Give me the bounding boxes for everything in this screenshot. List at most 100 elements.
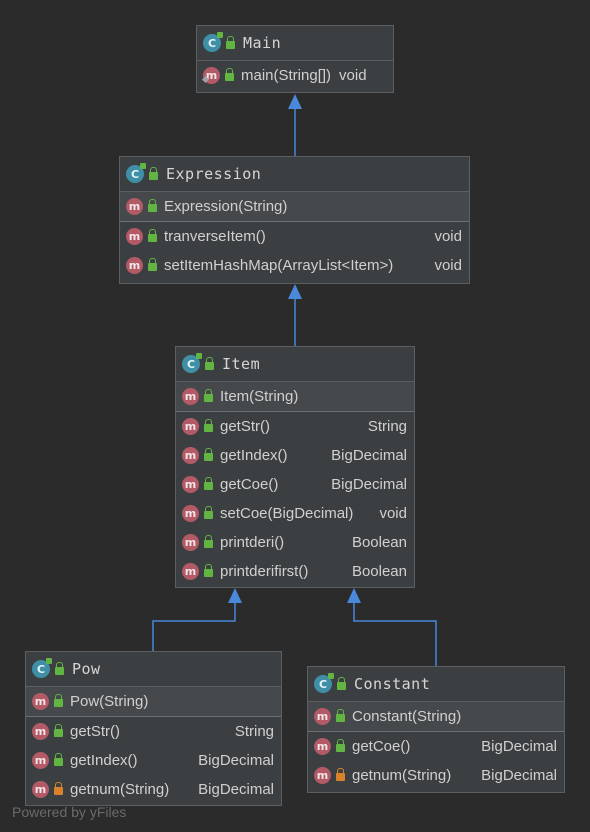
methods-section: m getStr() String m getIndex() BigDecima… (26, 716, 281, 804)
constructor-name: Constant(String) (352, 708, 462, 725)
method-row[interactable]: m getCoe() BigDecimal (176, 470, 414, 499)
public-lock-icon (148, 258, 157, 271)
method-name: getCoe() (220, 476, 279, 493)
class-name: Expression (166, 165, 262, 183)
public-lock-icon (205, 356, 214, 370)
class-expression-header: C Expression (120, 157, 469, 192)
public-lock-icon (204, 506, 213, 519)
constructor-row[interactable]: m Pow(String) (26, 687, 281, 716)
method-row[interactable]: m getIndex() BigDecimal (26, 746, 281, 775)
public-lock-icon (149, 166, 158, 180)
constructor-row[interactable]: m Constant(String) (308, 702, 564, 731)
method-type: String (367, 418, 407, 435)
method-icon: m (314, 708, 331, 725)
method-type: Boolean (351, 534, 407, 551)
public-lock-icon (54, 753, 63, 766)
method-icon: m (314, 767, 331, 784)
public-lock-icon (204, 477, 213, 490)
class-expression[interactable]: C Expression m Expression(String) m tran… (119, 156, 470, 284)
method-name: getIndex() (220, 447, 288, 464)
method-row[interactable]: m getCoe() BigDecimal (308, 732, 564, 761)
method-type: String (234, 723, 274, 740)
method-name: setCoe(BigDecimal) (220, 505, 354, 522)
class-name: Item (222, 355, 261, 373)
class-name: Main (243, 34, 282, 52)
public-lock-icon (336, 739, 345, 752)
methods-section: m getStr() String m getIndex() BigDecima… (176, 411, 414, 586)
method-type: BigDecimal (481, 767, 557, 784)
public-lock-icon (54, 694, 63, 707)
method-icon: m (182, 505, 199, 522)
private-lock-icon (336, 768, 345, 781)
class-pow-header: C Pow (26, 652, 281, 687)
method-icon: m (314, 738, 331, 755)
public-lock-icon (204, 448, 213, 461)
class-item[interactable]: C Item m Item(String) m getStr() String … (175, 346, 415, 588)
public-lock-icon (226, 35, 235, 49)
method-row[interactable]: m main(String[]) void (197, 61, 393, 90)
constructors-section: m Item(String) (176, 382, 414, 411)
method-row[interactable]: m setItemHashMap(ArrayList<Item>) void (120, 251, 469, 280)
edge-constant-item (347, 588, 437, 666)
method-icon: m (126, 228, 143, 245)
method-row[interactable]: m getIndex() BigDecimal (176, 441, 414, 470)
class-constant[interactable]: C Constant m Constant(String) m getCoe()… (307, 666, 565, 793)
method-icon: m (32, 723, 49, 740)
method-icon: m (126, 257, 143, 274)
method-type: BigDecimal (198, 752, 274, 769)
method-row[interactable]: m getnum(String) BigDecimal (308, 761, 564, 790)
class-main[interactable]: C Main m main(String[]) void (196, 25, 394, 93)
method-name: printderifirst() (220, 563, 309, 580)
method-name: main(String[]) (241, 67, 332, 84)
public-lock-icon (148, 229, 157, 242)
method-icon: m (32, 693, 49, 710)
public-lock-icon (204, 564, 213, 577)
class-name: Constant (354, 675, 431, 693)
class-icon: C (182, 353, 202, 373)
constructor-row[interactable]: m Item(String) (176, 382, 414, 411)
constructors-section: m Constant(String) (308, 702, 564, 731)
method-row[interactable]: m printderifirst() Boolean (176, 557, 414, 586)
method-icon: m (182, 418, 199, 435)
method-type: BigDecimal (331, 447, 407, 464)
class-icon: C (203, 32, 223, 52)
class-constant-header: C Constant (308, 667, 564, 702)
method-name: tranverseItem() (164, 228, 266, 245)
method-type: void (434, 257, 462, 274)
method-name: getStr() (220, 418, 271, 435)
class-icon: C (32, 658, 52, 678)
method-row[interactable]: m printderi() Boolean (176, 528, 414, 557)
method-type: Boolean (351, 563, 407, 580)
public-lock-icon (225, 68, 234, 81)
method-row[interactable]: m setCoe(BigDecimal) void (176, 499, 414, 528)
public-lock-icon (55, 661, 64, 675)
class-main-header: C Main (197, 26, 393, 61)
method-icon: m (182, 534, 199, 551)
method-row[interactable]: m getStr() String (176, 412, 414, 441)
method-type: BigDecimal (331, 476, 407, 493)
method-name: getnum(String) (70, 781, 170, 798)
method-icon: m (182, 476, 199, 493)
public-lock-icon (204, 419, 213, 432)
constructor-row[interactable]: m Expression(String) (120, 192, 469, 221)
method-type: BigDecimal (198, 781, 274, 798)
method-type: BigDecimal (481, 738, 557, 755)
class-pow[interactable]: C Pow m Pow(String) m getStr() String m … (25, 651, 282, 806)
methods-section: m getCoe() BigDecimal m getnum(String) B… (308, 731, 564, 790)
constructor-name: Item(String) (220, 388, 299, 405)
method-row[interactable]: m getStr() String (26, 717, 281, 746)
method-icon: m (32, 752, 49, 769)
method-row[interactable]: m getnum(String) BigDecimal (26, 775, 281, 804)
method-icon: m (182, 563, 199, 580)
method-type: void (434, 228, 462, 245)
method-name: setItemHashMap(ArrayList<Item>) (164, 257, 394, 274)
private-lock-icon (54, 782, 63, 795)
method-row[interactable]: m tranverseItem() void (120, 222, 469, 251)
method-type: void (339, 67, 367, 84)
public-lock-icon (337, 676, 346, 690)
constructors-section: m Expression(String) (120, 192, 469, 221)
public-lock-icon (148, 199, 157, 212)
class-name: Pow (72, 660, 101, 678)
constructor-name: Expression(String) (164, 198, 288, 215)
